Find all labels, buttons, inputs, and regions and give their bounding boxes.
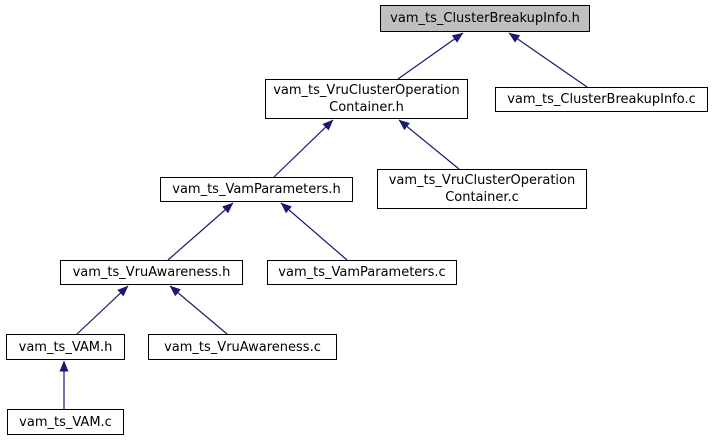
edge-vam_ts_VruClusterOperationContainer_c-to-vam_ts_VruClusterOperationContainer_h xyxy=(398,119,460,170)
edge-vam_ts_VruClusterOperationContainer_h-to-vam_ts_ClusterBreakupInfo_h xyxy=(397,32,464,80)
node-label: vam_ts_VruClusterOperation xyxy=(388,173,576,188)
node-label: vam_ts_ClusterBreakupInfo.c xyxy=(507,92,696,107)
edge-vam_ts_ClusterBreakupInfo_c-to-vam_ts_ClusterBreakupInfo_h xyxy=(508,32,588,88)
edge-vam_ts_VAM_h-to-vam_ts_VruAwareness_h xyxy=(76,285,129,335)
node-label: vam_ts_VamParameters.c xyxy=(278,265,446,280)
node-label: vam_ts_VAM.h xyxy=(18,339,113,355)
edge-vam_ts_VamParameters_h-to-vam_ts_VruClusterOperationContainer_h xyxy=(273,119,334,178)
node-label: vam_ts_ClusterBreakupInfo.h xyxy=(390,11,580,26)
edge-vam_ts_VruAwareness_h-to-vam_ts_VamParameters_h xyxy=(167,202,234,261)
node-vam_ts_VAM_c[interactable]: vam_ts_VAM.c xyxy=(7,409,124,435)
node-label: vam_ts_VAM.c xyxy=(19,414,112,430)
node-label: vam_ts_VruClusterOperation xyxy=(273,83,460,98)
node-label: vam_ts_VamParameters.h xyxy=(172,182,341,197)
node-vam_ts_ClusterBreakupInfo_c[interactable]: vam_ts_ClusterBreakupInfo.c xyxy=(495,87,708,112)
node-vam_ts_VamParameters_h[interactable]: vam_ts_VamParameters.h xyxy=(160,177,353,202)
node-label: vam_ts_VruAwareness.c xyxy=(164,339,321,355)
node-label: Container.h xyxy=(329,100,404,115)
edge-vam_ts_VamParameters_c-to-vam_ts_VamParameters_h xyxy=(280,202,348,261)
node-vam_ts_VAM_h[interactable]: vam_ts_VAM.h xyxy=(6,334,125,360)
edge-vam_ts_VruAwareness_c-to-vam_ts_VruAwareness_h xyxy=(169,285,228,335)
node-vam_ts_VamParameters_c[interactable]: vam_ts_VamParameters.c xyxy=(267,260,457,285)
node-vam_ts_VruAwareness_h[interactable]: vam_ts_VruAwareness.h xyxy=(60,260,243,285)
node-vam_ts_ClusterBreakupInfo_h: vam_ts_ClusterBreakupInfo.h xyxy=(380,5,590,32)
node-label: vam_ts_VruAwareness.h xyxy=(72,265,231,280)
node-label: Container.c xyxy=(445,190,519,205)
node-vam_ts_VruAwareness_c[interactable]: vam_ts_VruAwareness.c xyxy=(148,334,337,360)
